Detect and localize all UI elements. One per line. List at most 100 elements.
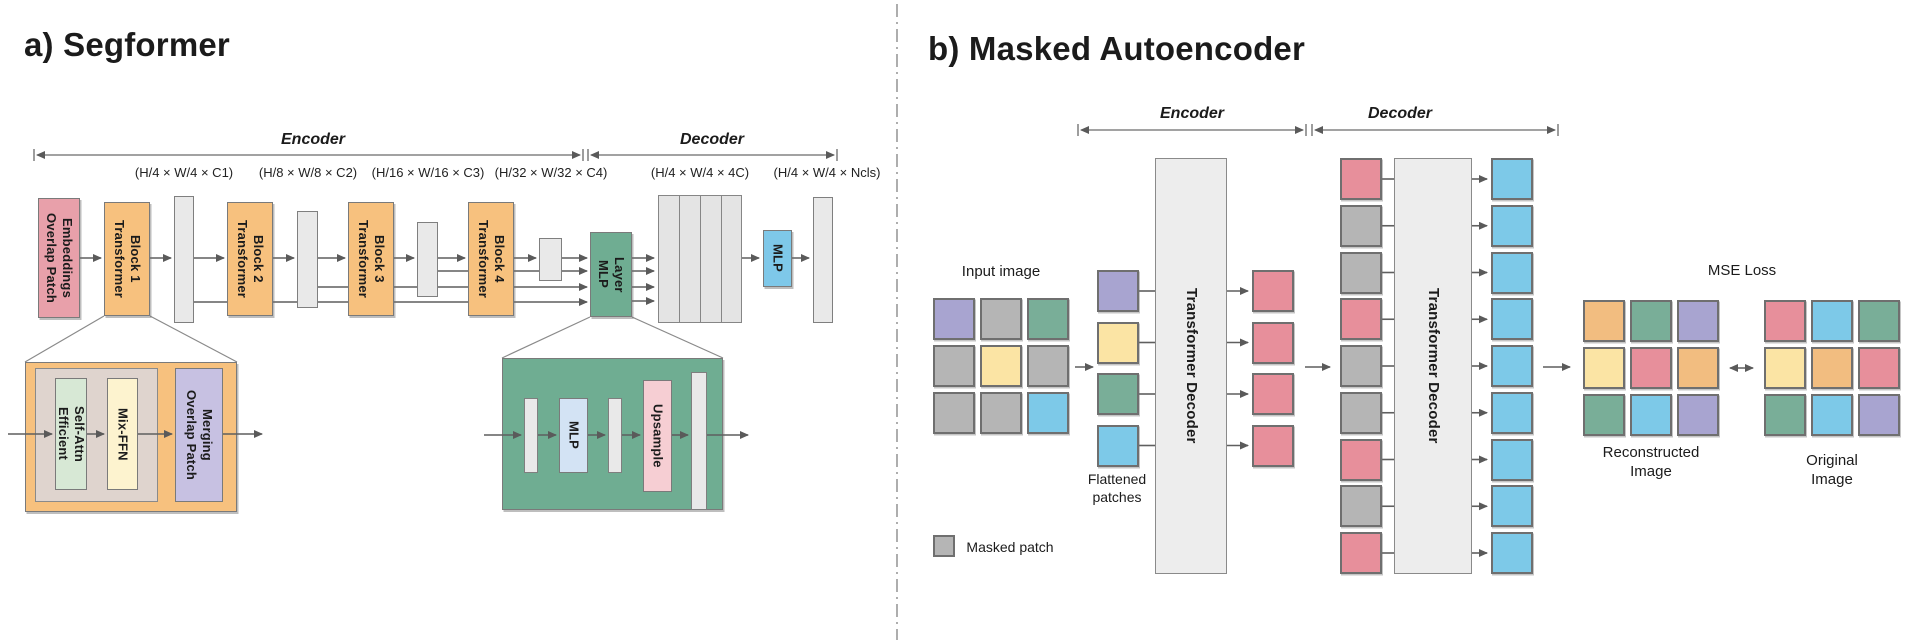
patch-blue: [1630, 394, 1672, 436]
patch-gray: [933, 345, 975, 387]
original-image-label: Original Image: [1806, 452, 1858, 488]
patch-blue: [1491, 158, 1533, 200]
patch-gray: [1340, 391, 1382, 434]
patch-pink: [1252, 321, 1294, 364]
feature-map-3: [417, 222, 438, 297]
overlap-patch-embeddings-block: Overlap Patch Embeddings: [38, 198, 80, 318]
transformer-block-1: Transformer Block 1: [104, 202, 150, 316]
fused-feature-map-4: [721, 195, 742, 323]
patch-blue: [1491, 391, 1533, 434]
segformer-decoder-span: [587, 149, 838, 161]
patch-gray: [980, 298, 1022, 340]
patch-blue: [1491, 298, 1533, 341]
patch-green: [1764, 394, 1806, 436]
transformer-block-4: Transformer Block 4: [468, 202, 514, 316]
mlp-layer-block: MLP Layer: [590, 232, 632, 317]
patch-blue: [1027, 392, 1069, 434]
dim-label-ncls: (H/4 × W/4 × Ncls): [773, 165, 881, 180]
mlp-head-block: MLP: [763, 230, 792, 287]
patch-pink: [1340, 438, 1382, 481]
detail-feature-bar-3: [691, 372, 707, 510]
flattened-patches-label: Flattened patches: [1087, 471, 1147, 506]
patch-gray: [1340, 485, 1382, 528]
patch-pink: [1858, 347, 1900, 389]
patch-pink: [1252, 270, 1294, 312]
patch-orange: [1583, 300, 1625, 342]
patch-yellow: [1764, 347, 1806, 389]
patch-yellow: [1097, 321, 1139, 364]
segformer-title: a) Segformer: [24, 26, 230, 63]
detail-expansion-lines: [24, 315, 724, 363]
segformer-encoder-span: [33, 149, 584, 161]
patch-green: [1630, 300, 1672, 342]
patch-purple: [933, 298, 975, 340]
patch-blue: [1491, 251, 1533, 294]
decoder-input-tokens-column: [1340, 158, 1382, 574]
patch-blue: [1491, 438, 1533, 481]
mae-decoder-label: Decoder: [1367, 105, 1433, 122]
overlap-patch-merging-block: Overlap Patch Merging: [175, 368, 223, 502]
patch-gray: [1340, 345, 1382, 387]
patch-pink: [1340, 298, 1382, 341]
dim-label-4c: (H/4 × W/4 × 4C): [650, 165, 750, 180]
patch-yellow: [980, 345, 1022, 387]
detail-mlp-block: MLP: [559, 398, 588, 473]
patch-blue: [1491, 485, 1533, 528]
patch-blue: [1811, 394, 1853, 436]
upsample-block: Upsample: [643, 380, 672, 492]
feature-map-4: [539, 238, 562, 281]
feature-map-1: [174, 196, 194, 323]
efficient-self-attn-block: Efficient Self-Attn: [55, 378, 87, 490]
patch-yellow: [1583, 347, 1625, 389]
patch-green: [1097, 373, 1139, 415]
input-image-grid: [933, 298, 1069, 434]
patch-gray: [933, 392, 975, 434]
transformer-block-2: Transformer Block 2: [227, 202, 273, 316]
mae-encoder-label: Encoder: [1159, 105, 1225, 122]
patch-gray: [1340, 204, 1382, 247]
masked-patch-label: Masked patch: [966, 539, 1054, 555]
patch-orange: [1811, 347, 1853, 389]
patch-purple: [1677, 300, 1719, 342]
mae-decoder-span: [1311, 124, 1559, 136]
feature-map-2: [297, 211, 318, 308]
encoder-output-tokens-column: [1252, 270, 1294, 467]
patch-green: [1858, 300, 1900, 342]
original-image-grid: [1764, 300, 1900, 436]
patch-blue: [1491, 204, 1533, 247]
detail-feature-bar-2: [608, 398, 622, 473]
dim-label-c1: (H/4 × W/4 × C1): [134, 165, 234, 180]
patch-pink: [1340, 532, 1382, 574]
masked-patch-swatch: [933, 535, 955, 557]
patch-gray: [1027, 345, 1069, 387]
transformer-block-3: Transformer Block 3: [348, 202, 394, 316]
patch-gray: [1340, 251, 1382, 294]
mix-ffn-block: Mix-FFN: [107, 378, 138, 490]
mse-loss-label: MSE Loss: [1707, 262, 1777, 279]
segformer-decoder-label: Decoder: [679, 131, 745, 148]
patch-blue: [1097, 424, 1139, 467]
reconstructed-image-grid: [1583, 300, 1719, 436]
mae-flow-arrows: [1075, 175, 1754, 557]
patch-pink: [1764, 300, 1806, 342]
mae-encoder-box: Transformer Decoder: [1155, 158, 1227, 574]
patch-blue: [1811, 300, 1853, 342]
patch-orange: [1677, 347, 1719, 389]
patch-pink: [1252, 373, 1294, 415]
dim-label-c3: (H/16 × W/16 × C3): [371, 165, 485, 180]
patch-purple: [1677, 394, 1719, 436]
segformer-encoder-label: Encoder: [280, 131, 346, 148]
input-image-label: Input image: [961, 263, 1041, 280]
patch-purple: [1858, 394, 1900, 436]
patch-pink: [1252, 424, 1294, 467]
mae-encoder-span: [1077, 124, 1307, 136]
patch-pink: [1630, 347, 1672, 389]
patch-purple: [1097, 270, 1139, 312]
patch-blue: [1491, 345, 1533, 387]
patch-blue: [1491, 532, 1533, 574]
mae-title: b) Masked Autoencoder: [928, 30, 1306, 67]
patch-gray: [980, 392, 1022, 434]
patch-green: [1583, 394, 1625, 436]
